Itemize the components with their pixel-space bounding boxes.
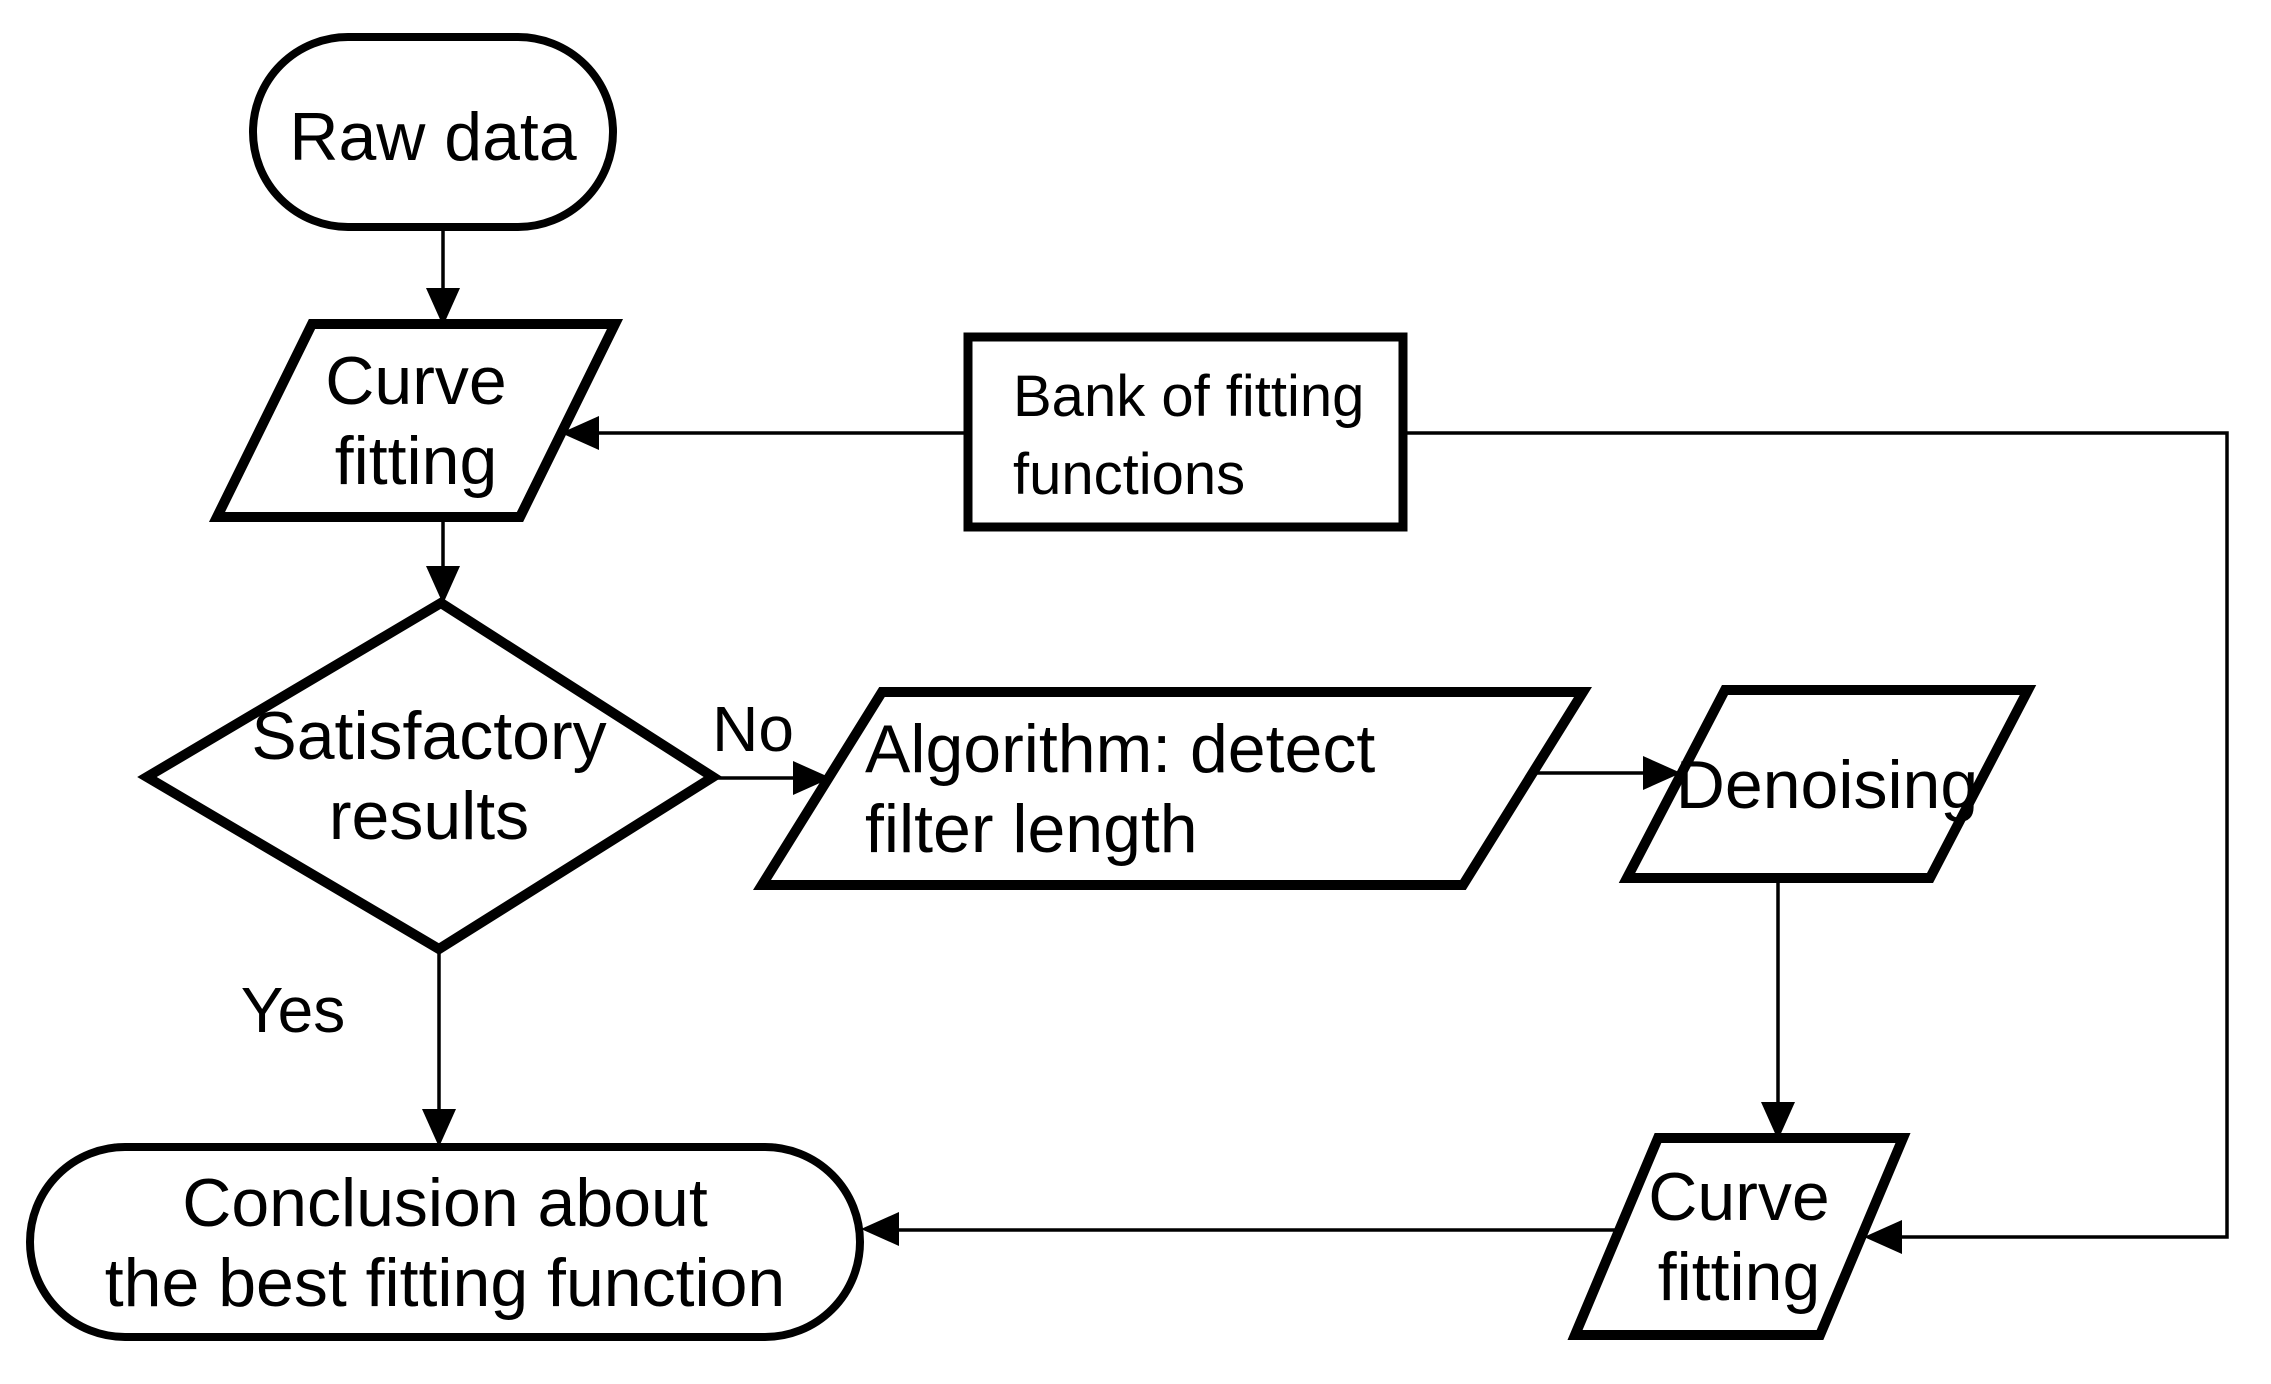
arrowhead-right-icon xyxy=(793,761,831,795)
edge-raw-data-to-curve-fitting xyxy=(426,229,460,326)
parallelogram-shape xyxy=(1567,1133,1911,1340)
node-curve-fitting-input: Curve fitting xyxy=(208,319,624,522)
edge-curve-fitting-denoised-to-conclusion xyxy=(861,1212,1618,1246)
node-curve-fitting-denoised: Curve fitting xyxy=(1567,1133,1911,1340)
node-label: Curve xyxy=(325,343,506,419)
node-satisfactory-results-decision: Satisfactory results xyxy=(137,597,723,955)
node-label: Conclusion about xyxy=(182,1165,708,1241)
parallelogram-shape xyxy=(208,319,624,522)
arrowhead-left-icon xyxy=(861,1212,899,1246)
arrowhead-down-icon xyxy=(1761,1102,1795,1140)
node-label: Raw data xyxy=(289,99,576,175)
connector-line xyxy=(1403,431,2229,1239)
node-raw-data: Raw data xyxy=(249,33,617,231)
edge-curve-fitting-to-decision xyxy=(426,519,460,604)
arrowhead-left-icon xyxy=(561,416,599,450)
node-label: the best fitting function xyxy=(105,1245,785,1321)
parallelogram-shape xyxy=(1618,685,2037,883)
node-label: Bank of fitting xyxy=(1013,364,1364,429)
diamond-shape xyxy=(137,597,723,955)
edge-bank-to-curve-fitting xyxy=(561,416,968,450)
arrowhead-right-icon xyxy=(1643,756,1681,790)
parallelogram-shape xyxy=(753,687,1592,890)
node-label: results xyxy=(329,778,529,854)
node-label: Denoising xyxy=(1676,747,1978,823)
edge-label-yes: Yes xyxy=(241,974,345,1046)
node-label: fitting xyxy=(1658,1239,1821,1315)
edge-bank-feedback-to-curve-fitting-denoised xyxy=(1403,431,2229,1254)
node-bank-of-fitting-functions: Bank of fitting functions xyxy=(963,332,1408,532)
terminator-shape xyxy=(249,33,617,231)
terminator-shape xyxy=(26,1143,864,1341)
node-label: Curve xyxy=(1648,1159,1829,1235)
edge-denoising-to-curve-fitting-denoised xyxy=(1761,880,1795,1140)
edge-algorithm-to-denoising xyxy=(1533,756,1681,790)
node-conclusion: Conclusion about the best fitting functi… xyxy=(26,1143,864,1341)
node-label: fitting xyxy=(335,423,498,499)
node-label: Satisfactory xyxy=(251,698,606,774)
node-algorithm-detect-filter-length: Algorithm: detect filter length xyxy=(753,687,1592,890)
node-label: functions xyxy=(1013,442,1245,507)
arrowhead-down-icon xyxy=(426,288,460,326)
arrowhead-down-icon xyxy=(426,566,460,604)
edge-decision-yes-to-conclusion: Yes xyxy=(241,950,456,1147)
arrowhead-left-icon xyxy=(1864,1220,1902,1254)
node-denoising: Denoising xyxy=(1618,685,2037,883)
rectangle-shape xyxy=(963,332,1408,532)
arrowhead-down-icon xyxy=(422,1109,456,1147)
edge-decision-no-to-algorithm: No xyxy=(712,693,831,795)
edge-label-no: No xyxy=(712,693,794,765)
node-label: Algorithm: detect xyxy=(865,711,1375,787)
node-label: filter length xyxy=(865,791,1198,867)
